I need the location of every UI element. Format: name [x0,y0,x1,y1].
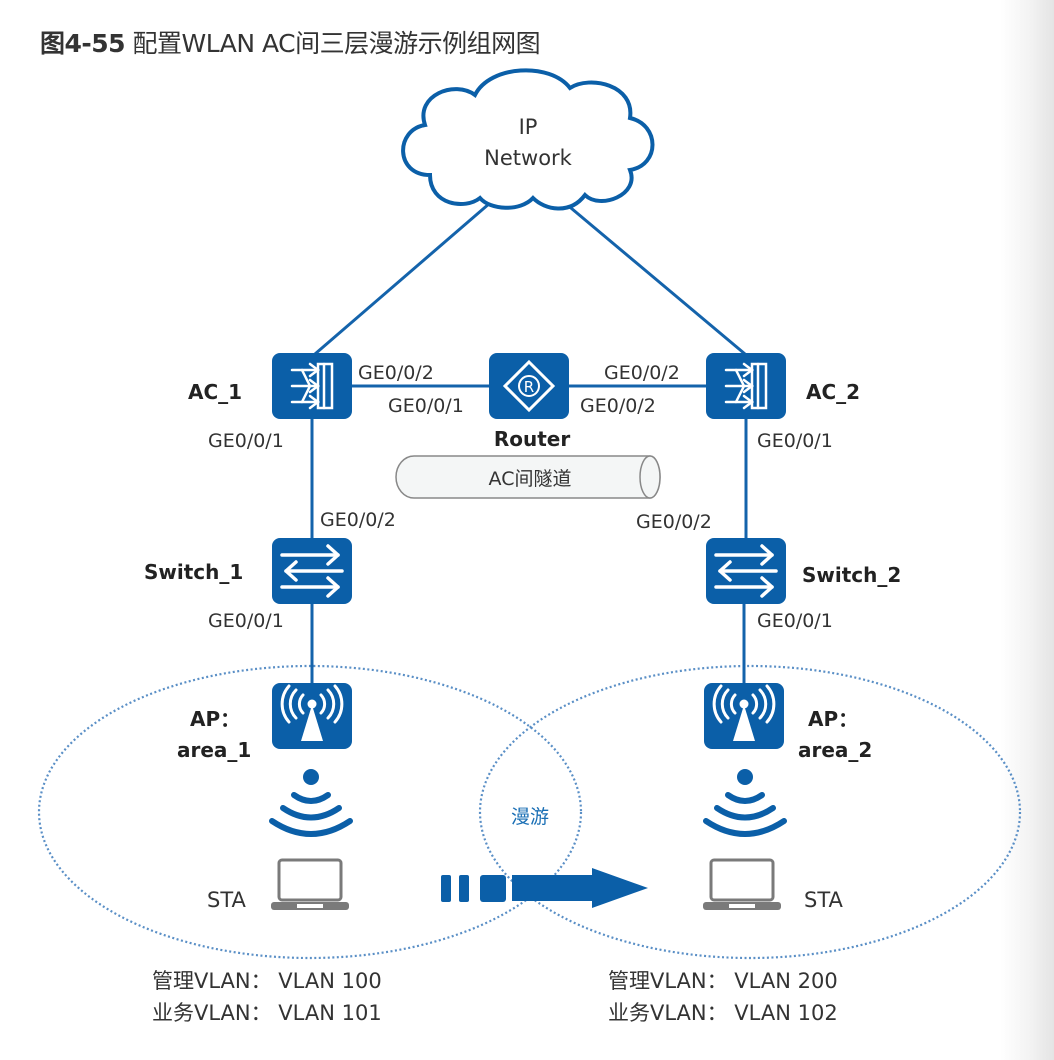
ap1-device-icon[interactable] [270,681,354,751]
coverage-area-2 [478,664,1022,960]
ac1-device-icon[interactable] [270,351,354,421]
port-ac1-down: GE0/0/1 [208,430,284,452]
port-ac2-to-router: GE0/0/2 [604,362,680,384]
left-service-vlan: 业务VLAN： VLAN 101 [152,1001,382,1025]
left-mgmt-vlan: 管理VLAN： VLAN 100 [152,969,382,993]
cloud-label-line1: IP [519,115,538,139]
wifi-signal-icon-1 [272,769,350,834]
sta2-label: STA [804,888,844,912]
sta1-label: STA [207,888,247,912]
tunnel-label: AC间隧道 [489,468,572,490]
ac2-device-icon[interactable] [704,351,788,421]
wifi-signal-icon-2 [706,769,784,834]
coverage-area-1 [37,664,583,960]
ap2-label-line2: area_2 [798,738,872,762]
port-ac2-down: GE0/0/1 [757,430,833,452]
port-switch2-down: GE0/0/1 [757,610,833,632]
ap2-device-icon[interactable] [702,681,786,751]
switch2-label: Switch_2 [802,563,901,587]
ac1-label: AC_1 [188,380,242,404]
roaming-arrow-icon [441,868,648,908]
port-router-to-ac1: GE0/0/1 [388,395,464,417]
port-switch2-up: GE0/0/2 [636,511,712,533]
link-cloud-ac1 [314,201,491,356]
roaming-label: 漫游 [511,806,549,828]
right-service-vlan: 业务VLAN： VLAN 102 [608,1001,838,1025]
ap1-label-line1: AP： [190,707,240,731]
right-mgmt-vlan: 管理VLAN： VLAN 200 [608,969,838,993]
svg-text:R: R [524,378,534,396]
switch2-device-icon[interactable] [704,536,788,606]
sta1-laptop-icon[interactable] [269,858,351,912]
ap1-label-line2: area_1 [177,738,251,762]
router-device-icon[interactable]: R [489,353,569,419]
sta2-laptop-icon[interactable] [701,858,783,912]
ap2-label-line1: AP： [808,707,858,731]
port-router-to-ac2: GE0/0/2 [580,395,656,417]
links [310,201,748,683]
figure-caption: 配置WLAN AC间三层漫游示例组网图 [132,29,541,58]
port-switch1-down: GE0/0/1 [208,610,284,632]
port-switch1-up: GE0/0/2 [320,509,396,531]
router-label: Router [494,427,571,451]
switch1-label: Switch_1 [144,560,243,584]
switch1-device-icon[interactable] [270,536,354,606]
port-ac1-to-router: GE0/0/2 [358,362,434,384]
link-cloud-ac2 [564,201,746,356]
figure-title: 图4-55 配置WLAN AC间三层漫游示例组网图 [40,24,541,60]
ac2-label: AC_2 [806,380,860,404]
ac-tunnel [395,455,661,499]
cloud-label-line2: Network [484,146,573,170]
figure-number: 图4-55 [40,29,126,58]
cloud-icon [401,68,655,211]
